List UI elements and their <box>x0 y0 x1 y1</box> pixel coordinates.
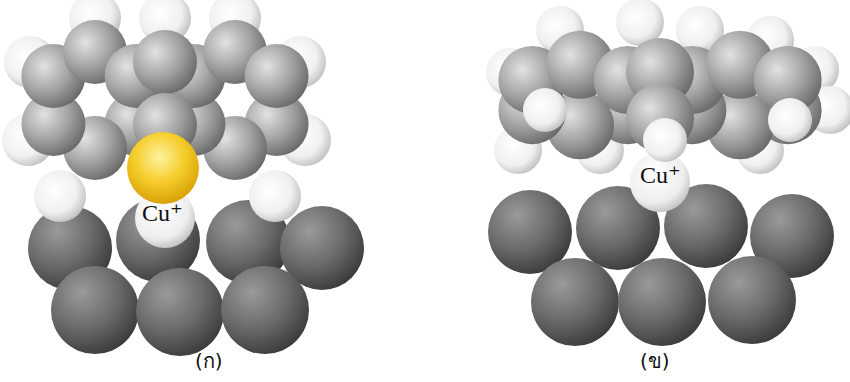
framework-atom <box>221 266 309 354</box>
framework-atom <box>51 266 139 354</box>
framework-atom <box>708 256 796 344</box>
carbon-atom <box>133 30 197 94</box>
ion-label: Cu⁺ <box>142 200 183 226</box>
framework-atom <box>618 258 706 346</box>
hydrogen-atom <box>643 118 687 162</box>
hydrogen-atom <box>768 98 812 142</box>
hydrogen-atom <box>523 88 567 132</box>
framework-atom <box>136 268 224 356</box>
left-adsorption-model <box>2 0 364 356</box>
panel-label: (ข) <box>640 350 670 372</box>
right-adsorption-model <box>486 0 850 346</box>
framework-atom <box>531 258 619 346</box>
carbon-atom <box>245 44 309 108</box>
panel-label: (ก) <box>195 350 223 372</box>
ion-label: Cu⁺ <box>640 162 681 188</box>
hydrogen-atom <box>249 170 301 222</box>
sulfur-atom <box>127 132 199 204</box>
hydrogen-atom <box>34 170 86 222</box>
